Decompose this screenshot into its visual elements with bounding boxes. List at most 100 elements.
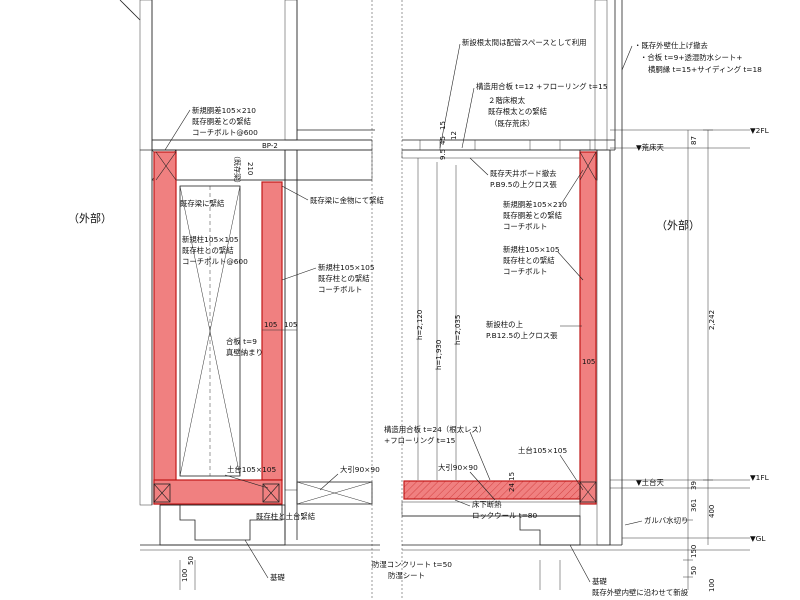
svg-text:P.B9.5の上クロス張: P.B9.5の上クロス張 (490, 180, 557, 189)
dim-50: 50 (690, 566, 698, 575)
level-gl: ▼GL (750, 534, 766, 543)
left-exist-beam-label: （既存梁） (233, 152, 242, 187)
svg-text:新規柱105×105: 新規柱105×105 (503, 245, 560, 254)
dim-2035: h=2,035 (454, 315, 462, 345)
right-new-col-label: 新規柱105×105 既存柱との緊結 コーチボルト (281, 263, 375, 294)
svg-text:既存柱との緊結: 既存柱との緊結 (182, 246, 234, 255)
svg-text:既存外壁内壁に沿わせて新設: 既存外壁内壁に沿わせて新設 (592, 588, 689, 597)
left-foundation-label: 基礎 (244, 539, 285, 582)
svg-text:100: 100 (181, 569, 189, 582)
left-sill-label: 土台105×105 (224, 465, 276, 489)
svg-text:大引90×90: 大引90×90 (438, 463, 478, 472)
svg-text:床下断熱: 床下断熱 (472, 500, 502, 509)
left-new-sill (153, 479, 283, 505)
svg-text:構造用合板 t=24（根太レス）: 構造用合板 t=24（根太レス） (384, 425, 486, 434)
plywood-label: 合板 t=9 真壁納まり (226, 337, 263, 357)
svg-text:土台105×105: 土台105×105 (518, 446, 567, 455)
right-foundation-label: 基礎 既存外壁内壁に沿わせて新設 (569, 544, 689, 597)
right-exterior-label: （外部） (656, 218, 700, 232)
left-outer-wall (139, 149, 153, 506)
svg-text:既存根太との緊結: 既存根太との緊結 (488, 107, 548, 116)
joist-space-label: 新設根太間は配管スペースとして利用 (439, 38, 587, 149)
right-oobiki-label: 大引90×90 (438, 463, 496, 501)
right-sill-label: 土台105×105 (518, 446, 584, 491)
svg-text:大引90×90: 大引90×90 (340, 465, 380, 474)
svg-text:45: 45 (439, 136, 447, 145)
svg-text:既存胴差との緊結: 既存胴差との緊結 (192, 117, 252, 126)
svg-text:土台105×105: 土台105×105 (227, 465, 276, 474)
svg-text:+フローリング t=15: +フローリング t=15 (384, 436, 456, 445)
col-sill-fix-label: 既存柱と土台緊結 (256, 512, 316, 521)
svg-text:コーチボルト@600: コーチボルト@600 (182, 257, 248, 266)
ceiling-label: 既存天井ボード撤去 P.B9.5の上クロス張 (469, 157, 557, 189)
svg-text:既存胴差との緊結: 既存胴差との緊結 (503, 211, 563, 220)
right-new-beam-label: 新規胴差105×210 既存胴差との緊結 コーチボルト (503, 169, 584, 231)
dim-87: 87 (690, 136, 698, 145)
svg-text:・既存外壁仕上げ撤去: ・既存外壁仕上げ撤去 (634, 41, 709, 50)
second-joist-label: ２階床根太 既存根太との緊結 (488, 96, 548, 116)
hw-fix-label: 既存梁に金物にて緊結 (281, 185, 385, 205)
svg-text:新規柱105×105: 新規柱105×105 (182, 235, 239, 244)
svg-text:新設柱の上: 新設柱の上 (486, 320, 524, 329)
svg-text:新規柱105×105: 新規柱105×105 (318, 263, 375, 272)
svg-text:ガルバ水切り: ガルバ水切り (644, 516, 688, 525)
svg-text:新規胴差105×210: 新規胴差105×210 (192, 106, 256, 115)
moisture-label: 防湿コンクリート t=50 防湿シート (372, 560, 452, 580)
dim-2242: 2,242 (708, 310, 716, 330)
insulation-label: 床下断熱 ロックウール t=80 (454, 499, 537, 520)
right-outer-wall (596, 149, 611, 546)
svg-text:新設根太間は配管スペースとして利用: 新設根太間は配管スペースとして利用 (462, 38, 587, 47)
dim-400: 400 (708, 505, 716, 518)
dim-105-right: 105 (582, 358, 595, 366)
dim-105a: 105 (264, 321, 277, 329)
level-dodai: ▼土台天 (636, 478, 664, 487)
svg-text:２階床根太: ２階床根太 (488, 96, 526, 105)
svg-text:12: 12 (450, 131, 458, 140)
svg-text:既存梁に金物にて緊結: 既存梁に金物にて緊結 (310, 196, 385, 205)
ext-wall-label: ・既存外壁仕上げ撤去 ・合板 t=9+透湿防水シート+ 横胴縁 t=15+サイデ… (621, 41, 762, 74)
svg-text:既存柱との緊結: 既存柱との緊結 (503, 256, 555, 265)
exist-floor-label: （既存荒床） (490, 119, 534, 128)
galva-label: ガルバ水切り (624, 516, 688, 526)
svg-text:基礎: 基礎 (270, 573, 285, 582)
dim-105b: 105 (284, 321, 297, 329)
left-exist-wall-top-right (284, 0, 298, 141)
svg-text:・合板 t=9+透湿防水シート+: ・合板 t=9+透湿防水シート+ (640, 53, 742, 62)
left-exterior-label: （外部） (68, 211, 112, 225)
left-section: 100 50 (119, 0, 380, 600)
dim-361: 361 (690, 499, 698, 512)
svg-text:コーチボルト: コーチボルト (318, 285, 362, 294)
left-exist-beam (175, 149, 373, 181)
dim-1930: h=1,930 (435, 340, 443, 370)
svg-text:既存柱との緊結: 既存柱との緊結 (318, 274, 370, 283)
svg-text:横胴縁 t=15+サイディング t=18: 横胴縁 t=15+サイディング t=18 (648, 65, 762, 74)
svg-text:防湿シート: 防湿シート (388, 571, 425, 580)
right-foundation (519, 515, 581, 546)
svg-text:既存天井ボード撤去: 既存天井ボード撤去 (490, 169, 557, 178)
beam-fix-label: 既存梁に緊結 (180, 199, 225, 208)
svg-text:50: 50 (187, 556, 195, 565)
level-arayuka: ▼荒床天 (636, 143, 664, 152)
svg-text:ロックウール t=80: ロックウール t=80 (472, 511, 537, 520)
new-col-top-label: 新設柱の上 P.B12.5の上クロス張 (486, 320, 582, 340)
dim-2415: 24 15 (508, 472, 516, 492)
svg-text:コーチボルト: コーチボルト (503, 267, 547, 276)
left-oobiki-label: 大引90×90 (319, 465, 380, 491)
dim-2120: h=2,120 (416, 310, 424, 340)
svg-text:構造用合板 t=12 +フローリング t=15: 構造用合板 t=12 +フローリング t=15 (476, 82, 608, 91)
level-2fl: ▼2FL (750, 126, 770, 135)
right-new-col-label: 新規柱105×105 既存柱との緊結 コーチボルト (503, 245, 584, 281)
dim-100: 100 (708, 579, 716, 592)
right-section (401, 0, 750, 600)
svg-text:基礎: 基礎 (592, 577, 607, 586)
left-new-beam-label: 新規胴差105×210 既存胴差との緊結 コーチボルト@600 (164, 106, 258, 151)
svg-text:9.5: 9.5 (439, 149, 447, 160)
dim-210: 210 (246, 162, 254, 175)
svg-text:真壁納まり: 真壁納まり (226, 348, 263, 357)
right-new-column (579, 151, 597, 505)
svg-text:コーチボルト@600: コーチボルト@600 (192, 128, 258, 137)
floor-ply-label: 構造用合板 t=24（根太レス） +フローリング t=15 (384, 425, 491, 481)
svg-text:新規胴差105×210: 新規胴差105×210 (503, 200, 567, 209)
